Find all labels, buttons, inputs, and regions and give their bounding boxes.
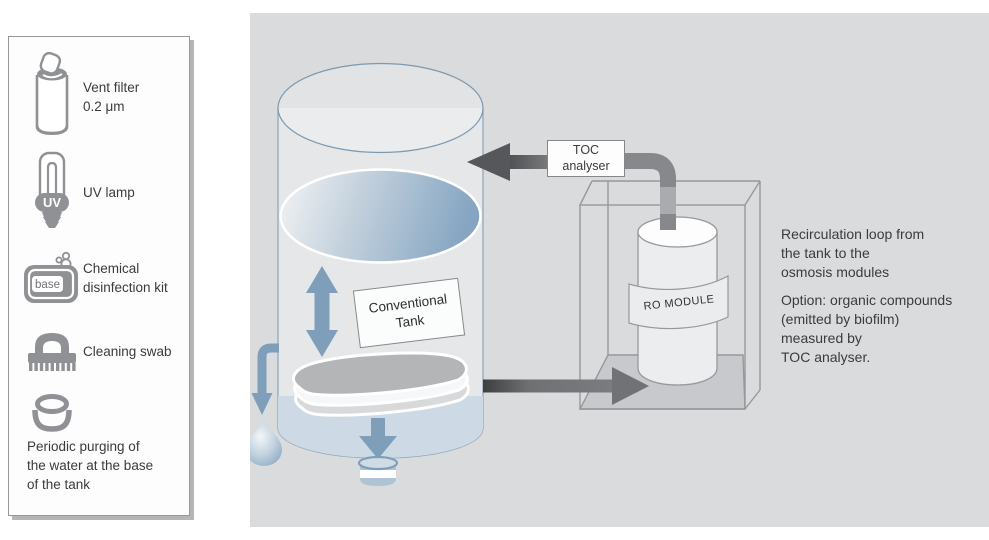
diagram-panel: TOC analyser Conventional Tank RO MODULE… — [250, 13, 989, 527]
legend-panel: Vent filter 0.2 μm UV UV lamp — [8, 36, 190, 516]
base-badge: base — [35, 279, 60, 291]
purge-container-icon — [21, 391, 83, 435]
legend-item-purge-text: Periodic purging of the water at the bas… — [21, 437, 183, 494]
tank-top-opening — [277, 62, 484, 154]
water-level-arrow — [306, 266, 338, 357]
legend-item-purge-icon-row — [21, 389, 183, 437]
legend-item-vent-filter: Vent filter 0.2 μm — [21, 47, 183, 147]
legend-item-chemical-kit: base Chemical disinfection kit — [21, 245, 183, 311]
legend-label: UV lamp — [83, 185, 135, 201]
toc-analyser-label: TOC analyser — [547, 140, 625, 177]
recirculation-arrow — [483, 367, 649, 405]
legend-label: Cleaning swab — [83, 344, 172, 360]
cleaning-swab-icon — [21, 329, 83, 375]
uv-lamp-icon: UV — [21, 151, 83, 235]
diagram-graphics — [250, 62, 761, 486]
ro-band-label — [628, 274, 729, 330]
purge-down-arrow — [359, 418, 397, 459]
legend-label: Vent filter 0.2 μm — [83, 79, 140, 114]
toc-return-arrow — [467, 143, 550, 181]
legend-item-uv-lamp: UV UV lamp — [21, 149, 183, 237]
chemical-kit-icon: base — [21, 249, 83, 307]
ro-cylinder — [628, 216, 729, 386]
uv-badge: UV — [43, 195, 61, 210]
biofilm-layers — [292, 351, 470, 417]
toc-pipe — [625, 153, 676, 230]
vent-filter-icon — [21, 51, 83, 143]
legend-label: Periodic purging of the water at the bas… — [27, 439, 154, 493]
water-drop-icon — [250, 421, 282, 466]
annotation-text: Recirculation loop from the tank to the … — [781, 225, 986, 367]
purge-pipe — [251, 343, 279, 415]
legend-item-cleaning-swab: Cleaning swab — [21, 325, 183, 379]
water-surface — [279, 168, 482, 264]
annotation-option: Option: organic compounds (emitted by bi… — [781, 292, 953, 365]
legend-label: Chemical disinfection kit — [83, 260, 168, 295]
purge-cup — [357, 455, 399, 486]
annotation-recirculation: Recirculation loop from the tank to the … — [781, 226, 925, 280]
